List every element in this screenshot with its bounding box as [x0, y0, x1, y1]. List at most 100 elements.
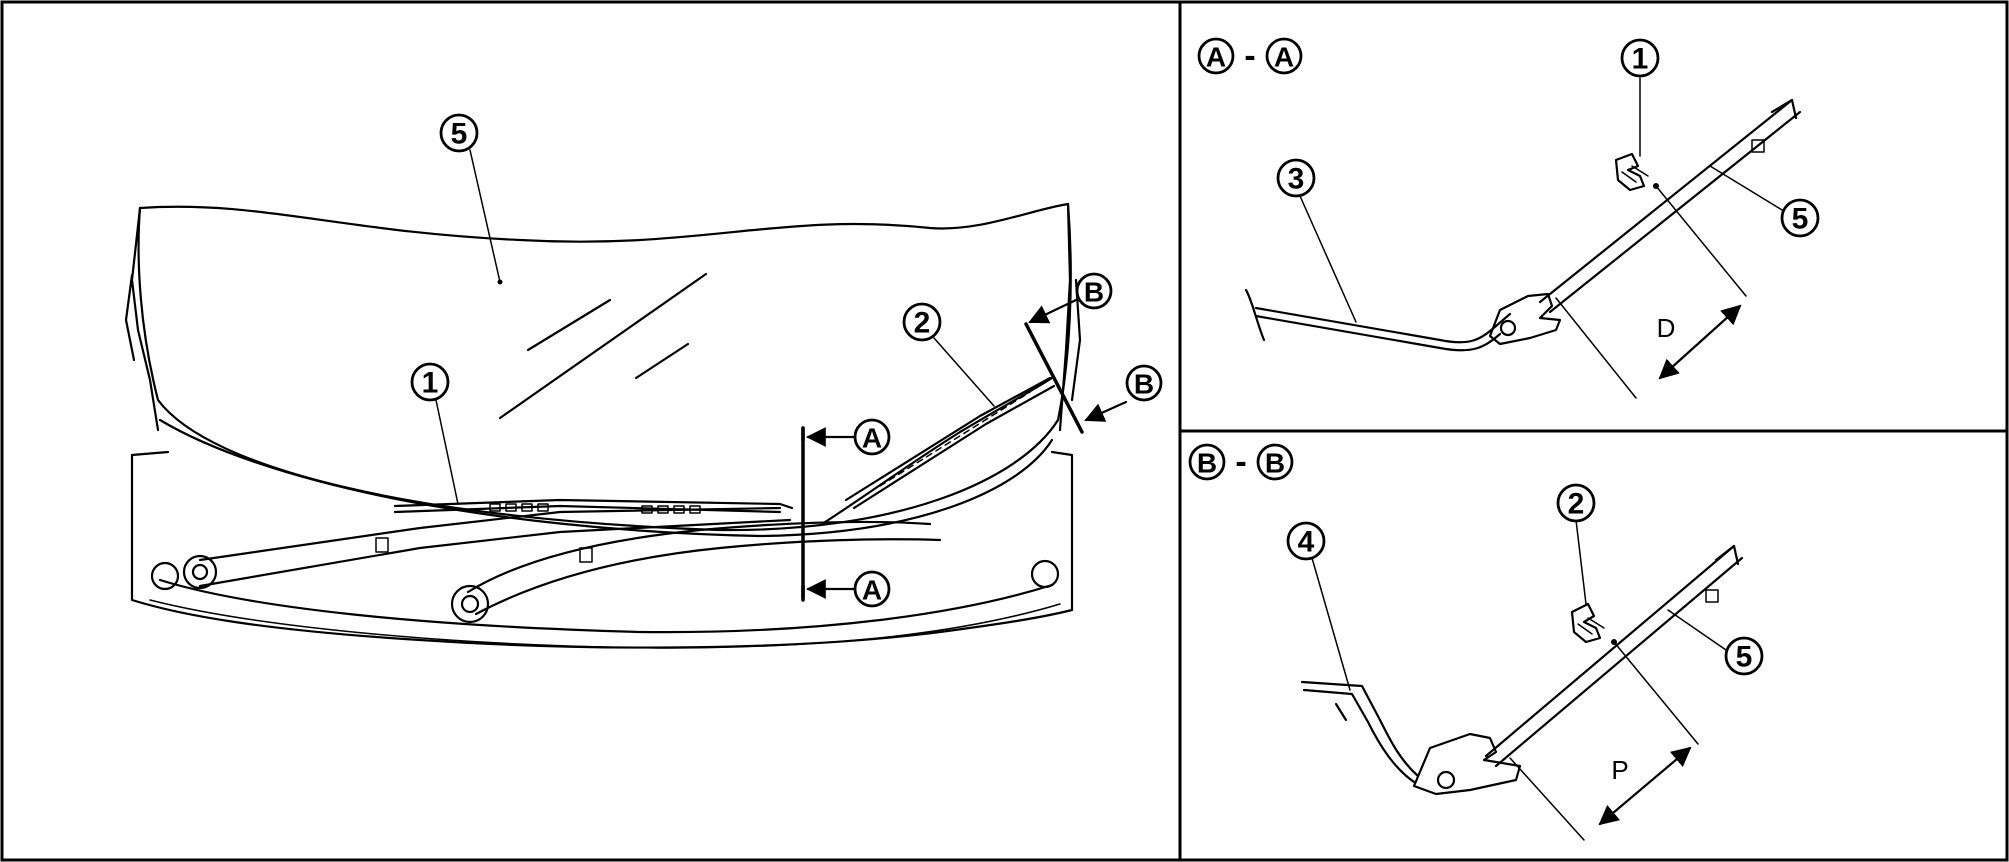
dimension-d-line [1658, 304, 1742, 380]
svg-text:2: 2 [1568, 488, 1585, 521]
bracket-4 [1300, 680, 1420, 778]
left-pillar [130, 206, 160, 432]
svg-text:5: 5 [451, 118, 468, 151]
callout-2: 2 [1556, 483, 1596, 523]
svg-text:3: 3 [1288, 163, 1305, 196]
break-line [1244, 288, 1266, 342]
glass-5 [1494, 556, 1744, 768]
section-marker-a-top: A [853, 418, 891, 456]
section-b-arrow-bottom [1084, 400, 1128, 422]
windshield-lower-edge [158, 418, 1054, 538]
section-view-a-a: A - A D [1197, 37, 1820, 399]
blade-2-segments [879, 391, 1031, 487]
section-b-arrow-top [1028, 298, 1078, 324]
svg-text:5: 5 [1736, 641, 1753, 674]
svg-text:A: A [1274, 42, 1294, 73]
svg-text:2: 2 [914, 307, 931, 340]
callout-5: 5 [1780, 198, 1820, 238]
bracket-4 [1302, 688, 1416, 784]
dimension-p-line [1598, 746, 1692, 826]
svg-text:5: 5 [1792, 203, 1809, 236]
wiper-blade-1 [393, 498, 794, 510]
wiper-arm-2 [474, 538, 942, 616]
glass-marker [1705, 589, 1719, 603]
cowl-panel-3 [1254, 314, 1502, 352]
glass-reflection [526, 298, 612, 352]
wiper-pivot-1 [182, 554, 218, 590]
wiper-blade-2 [844, 376, 1052, 502]
glass-reflection [634, 342, 690, 380]
section-b-cut-line [1024, 322, 1084, 434]
cowl-molding [1488, 292, 1562, 346]
dimension-d-extension [1555, 297, 1637, 399]
callout-5: 5 [1724, 636, 1764, 676]
callout-5: 5 [439, 113, 479, 153]
dimension-p-extension [1613, 641, 1699, 745]
callout-1: 1 [410, 362, 450, 402]
molding-seal [1436, 770, 1456, 790]
dimension-d-extension [1655, 185, 1747, 297]
wiper-arm-2-upper [820, 376, 1054, 526]
arm-clip [375, 537, 389, 553]
overall-view: 5 1 2 A A B B [124, 113, 1163, 649]
wiper-arm-2 [466, 520, 932, 594]
section-view-b-b: B - B P [1188, 443, 1764, 841]
svg-text:1: 1 [1632, 43, 1649, 76]
section-marker-b-bottom: B [1125, 364, 1163, 402]
right-pillar-flange [1070, 278, 1082, 402]
dimension-p-extension [1509, 757, 1585, 841]
cowl-molding [1412, 732, 1522, 796]
callout-4: 4 [1286, 521, 1326, 561]
callout-2: 2 [902, 302, 942, 342]
leader-line-1 [435, 399, 459, 505]
svg-text:-: - [1235, 443, 1246, 481]
bracket-4-tab [1334, 702, 1348, 722]
cowl-panel-top [130, 450, 170, 457]
glass-marker [1751, 139, 1765, 153]
wiper-blade-2 [852, 384, 1056, 510]
glass-5 [1484, 544, 1736, 758]
pivot-boss-left [150, 561, 180, 591]
svg-text:B: B [1265, 448, 1285, 479]
svg-text:B: B [1084, 277, 1104, 308]
leader-line-5 [1709, 165, 1783, 211]
glass-5 [1538, 98, 1794, 304]
section-b-b-title: B - B [1188, 443, 1294, 481]
leader-line-4 [1311, 557, 1351, 691]
wiper-pivot-2 [450, 584, 490, 624]
leader-line-3 [1299, 195, 1357, 323]
callout-3: 3 [1276, 158, 1316, 198]
svg-text:A: A [1206, 42, 1226, 73]
cowl-panel-3 [1254, 306, 1512, 344]
svg-text:B: B [1134, 369, 1154, 400]
pivot-boss-right [1030, 559, 1060, 589]
molding-seal [1499, 319, 1517, 337]
cowl-panel-ridge [158, 578, 1054, 634]
glass-edge [1714, 544, 1740, 566]
wiper-blade-section-2 [1570, 602, 1617, 645]
windshield-outline [137, 202, 1072, 532]
svg-text:-: - [1244, 37, 1255, 75]
section-a-a-title: A - A [1197, 37, 1303, 75]
glass-edge [1770, 98, 1798, 120]
glass-reflection [498, 272, 708, 420]
svg-text:A: A [862, 423, 882, 454]
blade-1-segments [489, 503, 701, 514]
dimension-p-label: P [1611, 755, 1628, 785]
leader-line-5 [1667, 609, 1727, 651]
svg-text:A: A [862, 575, 882, 606]
leader-line-2 [933, 337, 995, 407]
right-pillar [1058, 202, 1072, 432]
callout-1: 1 [1620, 38, 1660, 78]
leader-line-2 [1575, 519, 1587, 605]
wiper-blade-section-1 [1614, 152, 1659, 192]
windshield-top-edge [138, 202, 1070, 243]
wiper-blade-1 [393, 504, 782, 514]
svg-text:1: 1 [422, 367, 439, 400]
glass-5 [1548, 110, 1802, 314]
section-marker-b-top: B [1075, 272, 1113, 310]
cowl-panel-ridge [149, 599, 1061, 649]
svg-text:4: 4 [1298, 526, 1315, 559]
wiper-pivot-1 [191, 563, 209, 581]
